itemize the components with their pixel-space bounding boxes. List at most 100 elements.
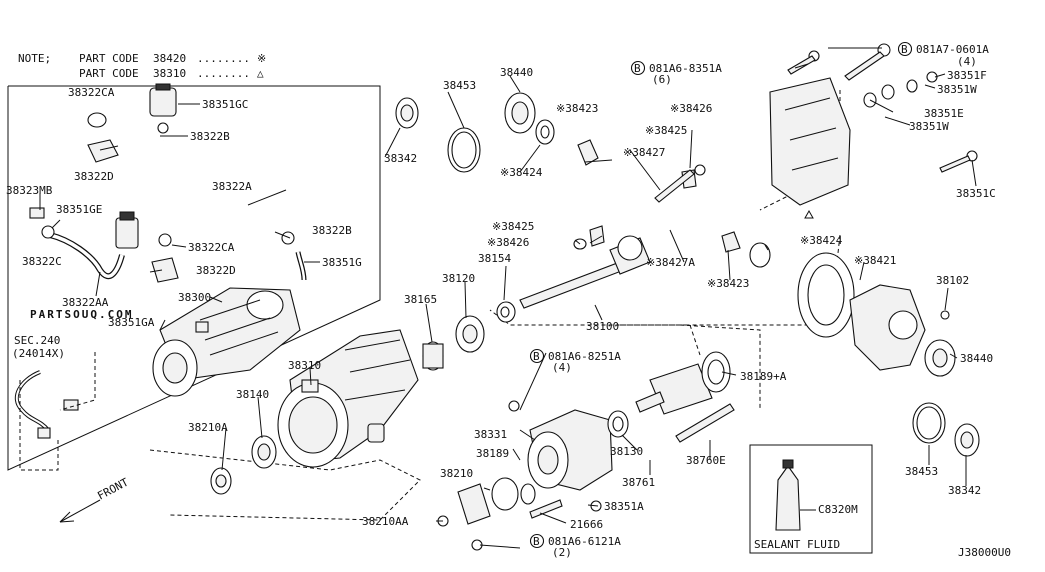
callout-38100: 38100: [586, 320, 619, 333]
callout-38427a: ※38427A: [646, 256, 695, 269]
callout-38351f: 38351F: [947, 69, 987, 82]
callout-38189a: 38189+A: [740, 370, 787, 383]
breather-group: [29, 83, 307, 283]
callout-38761: 38761: [622, 476, 655, 489]
sealant-label: SEALANT FLUID: [754, 538, 840, 551]
callout-38323mb: 38323MB: [6, 184, 53, 197]
diff-carrier-38310: [277, 329, 419, 468]
pinion-shaft-38100: [519, 235, 651, 309]
callout-38322aa: 38322AA: [62, 296, 109, 309]
bolt-ref-3-qty: (4): [552, 361, 572, 374]
callout-38322ca-2: 38322CA: [188, 241, 235, 254]
note-label: NOTE;: [18, 52, 51, 65]
callout-38322d-2: 38322D: [196, 264, 236, 277]
callout-38427: ※38427: [623, 146, 665, 159]
callout-38130: 38130: [610, 445, 643, 458]
bolt-ref-3-code: 081A6-8251A: [548, 350, 621, 363]
note-line-1-code: 38420: [153, 52, 186, 65]
delta-marker: [804, 209, 814, 219]
callout-38424: ※38424: [500, 166, 543, 179]
note-line-2-dots: ........: [197, 67, 250, 80]
callout-38189: 38189: [476, 447, 509, 460]
leader-lines: [39, 47, 977, 549]
dashed-boundary-lower: [149, 449, 421, 521]
callout-38322ca: 38322CA: [68, 86, 115, 99]
callout-38322c: 38322C: [22, 255, 62, 268]
bolt-ref-1-symbol: B: [634, 62, 641, 75]
callout-38300: 38300: [178, 291, 211, 304]
callout-38351e: 38351E: [924, 107, 964, 120]
callout-38426: ※38426: [670, 102, 712, 115]
callout-38322b-2: 38322B: [312, 224, 352, 237]
callout-38154: 38154: [478, 252, 511, 265]
front-arrow: FRONT: [59, 475, 131, 523]
callout-38440: 38440: [500, 66, 533, 79]
upper-gears-group: [395, 92, 771, 268]
callout-38423-2: ※38423: [707, 277, 749, 290]
note-line-2-symbol: △: [257, 67, 264, 80]
side-flange-assembly: [437, 351, 735, 551]
callout-38351ge: 38351GE: [56, 203, 102, 216]
diagram-id: J38000U0: [958, 546, 1011, 559]
sealant-box: C8320M SEALANT FLUID: [749, 444, 873, 554]
callout-38210aa: 38210AA: [362, 515, 409, 528]
callout-38322b: 38322B: [190, 130, 230, 143]
callout-38165: 38165: [404, 293, 437, 306]
callout-38322d: 38322D: [74, 170, 114, 183]
bolt-ref-4-qty: (2): [552, 546, 572, 559]
left-assembly-frame: [7, 85, 381, 471]
sec-ref-line1: SEC.240: [14, 334, 60, 347]
callout-38440-2: 38440: [960, 352, 993, 365]
callout-38351g: 38351G: [322, 256, 362, 269]
bolt-ref-1-qty: (6): [652, 73, 672, 86]
callout-38342: 38342: [384, 152, 417, 165]
callout-38342-2: 38342: [948, 484, 981, 497]
callout-38351c: 38351C: [956, 187, 996, 200]
sec-240-harness: SEC.240 (24014X): [12, 334, 96, 471]
note-line-2-text: PART CODE: [79, 67, 139, 80]
callout-38423: ※38423: [556, 102, 598, 115]
callout-38351w: 38351W: [937, 83, 977, 96]
note-line-2-code: 38310: [153, 67, 186, 80]
note-line-1-dots: ........: [197, 52, 250, 65]
callout-38140: 38140: [236, 388, 269, 401]
dashed-carrier-line: [679, 324, 761, 410]
callout-labels: 38322CA 38351GC 38322B 38322D 38323MB 38…: [6, 66, 996, 531]
callout-38760e: 38760E: [686, 454, 726, 467]
bolt-ref-4-code: 081A6-6121A: [548, 535, 621, 548]
callout-38331: 38331: [474, 428, 507, 441]
callout-38424-2: ※38424: [800, 234, 843, 247]
callout-38421: ※38421: [854, 254, 896, 267]
rear-cover: [769, 43, 978, 206]
callout-38322a: 38322A: [212, 180, 252, 193]
callout-38210: 38210: [440, 467, 473, 480]
callout-38351a: 38351A: [604, 500, 644, 513]
callout-38351ga: 38351GA: [108, 316, 155, 329]
sealant-part: C8320M: [818, 503, 858, 516]
callout-38453: 38453: [443, 79, 476, 92]
dashed-shaft-line: [489, 234, 841, 326]
callout-38120: 38120: [442, 272, 475, 285]
callout-38210a: 38210A: [188, 421, 228, 434]
note-block: NOTE; PART CODE 38420 ........ ※ PART CO…: [18, 52, 266, 80]
front-label: FRONT: [95, 475, 131, 502]
callout-21666: 21666: [570, 518, 603, 531]
callout-38310: 38310: [288, 359, 321, 372]
bolt-ref-2-symbol: B: [901, 43, 908, 56]
callout-38351w-2: 38351W: [909, 120, 949, 133]
callout-38426-2: ※38426: [487, 236, 529, 249]
note-line-1-symbol: ※: [257, 52, 266, 65]
bolt-ref-2-code: 081A7-0601A: [916, 43, 989, 56]
bearing-seal-group-left: [210, 301, 516, 495]
callout-38425-2: ※38425: [492, 220, 534, 233]
bolt-ref-3-symbol: B: [533, 350, 540, 363]
callout-38453-2: 38453: [905, 465, 938, 478]
watermark: PARTSOUQ.COM: [30, 308, 133, 321]
lower-right-seals: [912, 402, 980, 457]
callout-38102: 38102: [936, 274, 969, 287]
callout-38425: ※38425: [645, 124, 687, 137]
diff-assembly-38300: [152, 287, 301, 397]
bolt-ref-1-code: 081A6-8351A: [649, 62, 722, 75]
bolt-ref-4-symbol: B: [533, 535, 540, 548]
